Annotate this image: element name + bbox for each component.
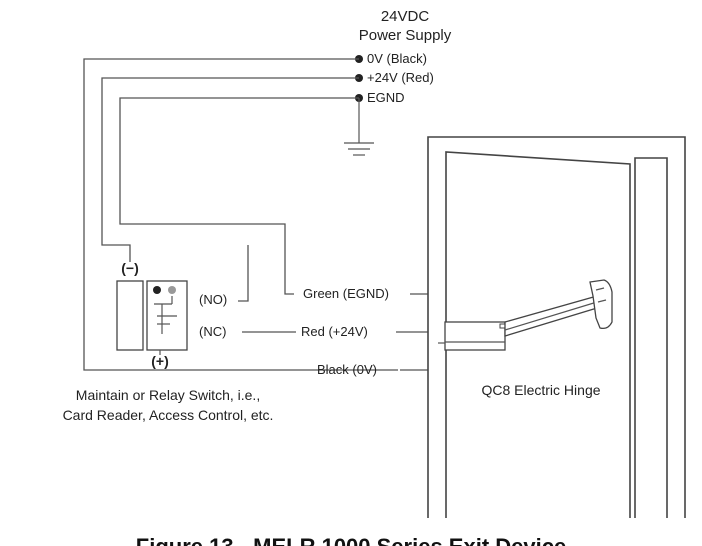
switch-minus-label: (−) (121, 260, 139, 276)
switch-nc-label: (NC) (199, 324, 226, 339)
hinge-label: QC8 Electric Hinge (481, 382, 600, 398)
power-supply-title-line2: Power Supply (359, 27, 452, 44)
switch-caption-line1: Maintain or Relay Switch, i.e., (76, 387, 260, 403)
wire-green-label: Green (EGND) (303, 286, 389, 301)
door-frame (427, 136, 686, 518)
exit-device (438, 279, 613, 351)
switch-led-dark (153, 286, 161, 294)
switch-led-light (168, 286, 176, 294)
wire-24v-red (101, 77, 359, 262)
terminal-24v-label: +24V (Red) (367, 70, 434, 85)
terminal-egnd-label: EGND (367, 90, 405, 105)
wire-0v-black (83, 58, 398, 371)
wire-egnd-green (119, 97, 359, 295)
no-wire (238, 245, 249, 302)
figure-caption: Figure 13 - MELR 1000 Series Exit Device (136, 534, 566, 546)
power-supply-title-line1: 24VDC (381, 8, 430, 25)
switch-contact-symbol (154, 296, 177, 334)
switch-no-label: (NO) (199, 292, 227, 307)
wire-black-label: Black (0V) (317, 362, 377, 377)
switch-left-block (116, 280, 144, 351)
switch-caption-line2: Card Reader, Access Control, etc. (63, 407, 274, 423)
ground-symbol (344, 98, 374, 156)
wire-red-label: Red (+24V) (301, 324, 368, 339)
switch-plus-label: (+) (151, 353, 169, 369)
terminal-0v-label: 0V (Black) (367, 51, 427, 66)
